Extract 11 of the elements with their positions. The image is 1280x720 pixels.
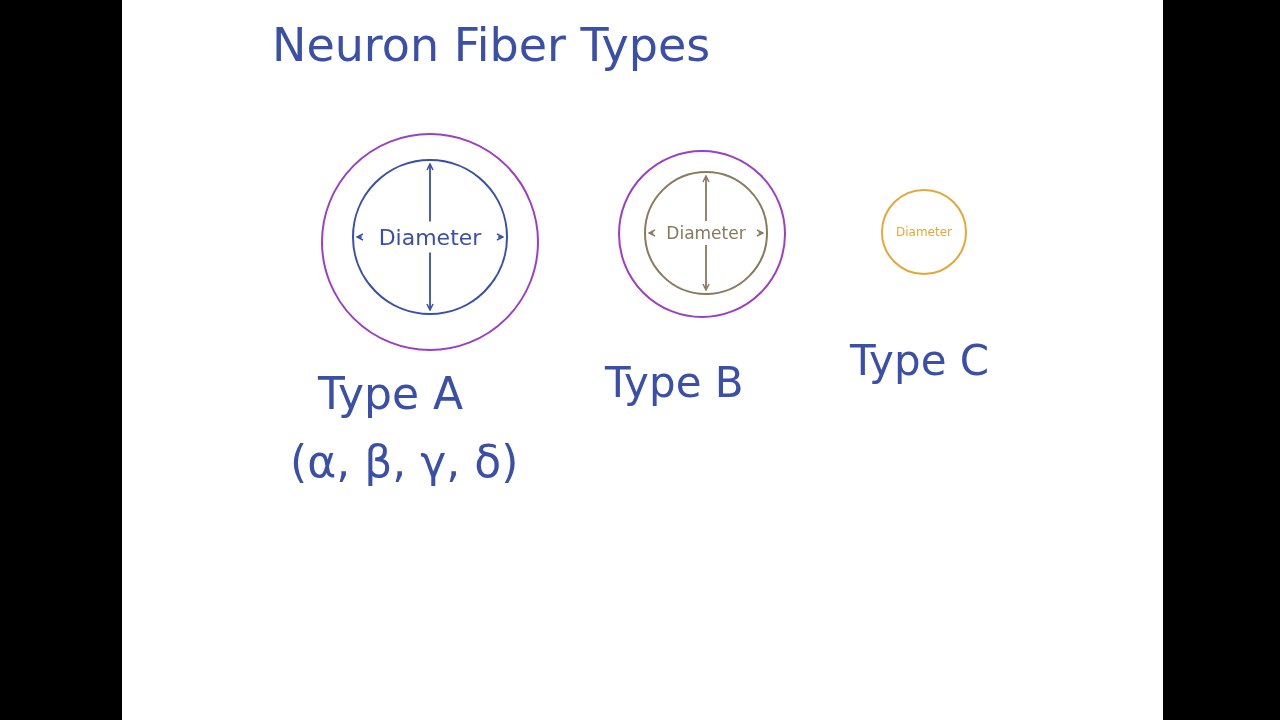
fiber-type-label: Type B <box>605 358 744 407</box>
sheath-circle <box>618 150 786 318</box>
fiber-type-label: Type C <box>850 336 990 385</box>
fiber-type-label: Type A <box>318 368 464 419</box>
fiber-circle <box>881 189 967 275</box>
title: Neuron Fiber Types <box>272 18 711 72</box>
fiber-circle <box>644 171 768 295</box>
fiber-type-label: (α, β, γ, δ) <box>290 436 519 487</box>
diameter-label: Diameter <box>894 225 954 239</box>
fiber-circle <box>352 159 508 315</box>
sheath-circle <box>321 133 539 351</box>
